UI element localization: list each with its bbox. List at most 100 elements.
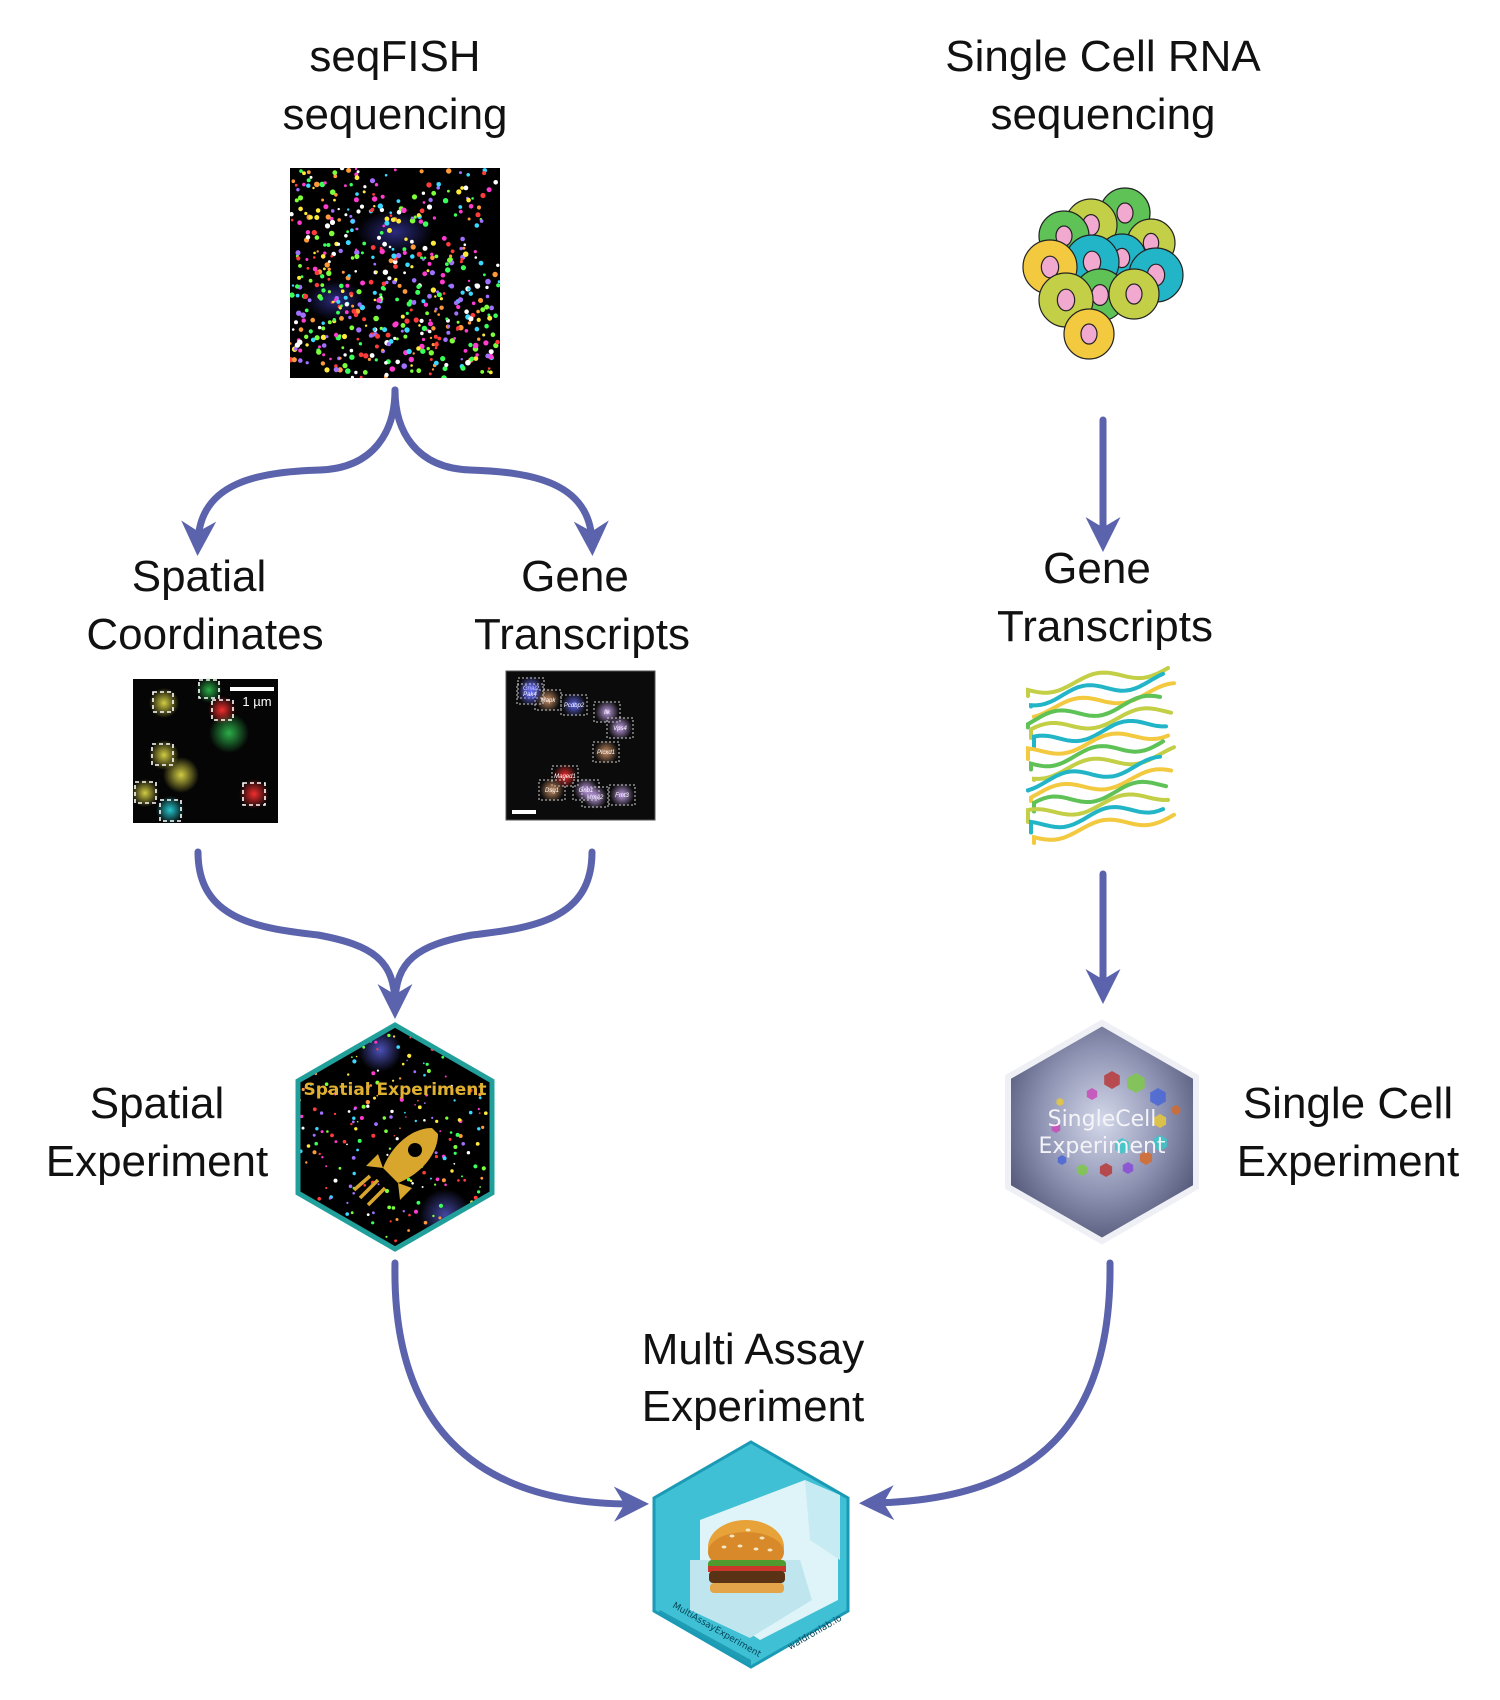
logo-spot — [342, 1139, 347, 1144]
fluorescent-spot — [482, 171, 487, 176]
fluorescent-spot — [356, 289, 362, 295]
fluorescent-spot — [351, 308, 357, 314]
logo-spot — [453, 1145, 458, 1149]
logo-spot — [326, 1130, 329, 1133]
fluorescent-spot — [291, 284, 295, 287]
seqfish-fluorescent-spots — [290, 168, 500, 378]
logo-spot — [468, 1027, 471, 1029]
arrow-sce-to-mae — [859, 1259, 1114, 1521]
logo-spot — [371, 1133, 376, 1138]
fluorescent-spot — [309, 175, 313, 179]
transcript-wave — [1029, 739, 1165, 772]
fluorescent-spot — [457, 297, 464, 303]
flow-arrows — [181, 386, 1121, 1522]
logo-spot — [299, 1213, 304, 1218]
logo-spot — [407, 1229, 410, 1232]
logo-spot — [356, 1120, 359, 1123]
fluorescent-spot — [376, 297, 382, 303]
logo-spot — [375, 1080, 380, 1085]
transcript-wave — [1032, 719, 1168, 751]
logo-spot — [386, 1153, 389, 1156]
fluorescent-spot — [382, 224, 386, 228]
logo-spot — [308, 1044, 311, 1048]
fluorescent-spot — [465, 359, 471, 366]
fluorescent-spot — [416, 368, 422, 374]
fluorescent-spot — [362, 370, 368, 375]
fluorescent-spot — [296, 188, 300, 192]
fluorescent-spot — [312, 186, 315, 190]
fluorescent-spot — [384, 220, 390, 226]
fluorescent-spot — [346, 230, 349, 234]
fluorescent-spot — [475, 353, 479, 357]
fluorescent-spot — [462, 251, 469, 257]
fluorescent-spot — [427, 261, 432, 266]
arrow-seqfish-to-spatial-coords — [181, 386, 399, 556]
fluorescent-spot — [306, 266, 310, 270]
fluorescent-spot — [382, 287, 387, 291]
fluorescent-spot — [291, 328, 295, 331]
fluorescent-spot — [360, 280, 366, 286]
fluorescent-spot — [410, 254, 415, 259]
fluorescent-spot — [364, 324, 368, 327]
fluorescent-spot — [373, 298, 377, 302]
logo-spot — [359, 1116, 364, 1120]
logo-spot — [421, 1186, 424, 1188]
logo-spot — [478, 1096, 482, 1100]
fluorescent-spot — [460, 257, 464, 261]
fluorescent-spot — [420, 348, 426, 354]
fluorescent-spot — [409, 308, 413, 312]
fluorescent-spot — [415, 289, 421, 295]
fluorescent-spot — [357, 302, 362, 307]
fluorescent-spot — [318, 296, 324, 301]
logo-spot — [430, 1177, 432, 1180]
logo-spot — [432, 1214, 435, 1218]
fluorescent-spot — [419, 169, 424, 174]
logo-spot — [313, 1219, 318, 1223]
logo-spot — [347, 1110, 351, 1113]
logo-spot — [350, 1211, 354, 1215]
fluorescent-spot — [348, 315, 352, 320]
logo-spot — [320, 1130, 324, 1134]
fluorescent-spot — [456, 189, 462, 195]
fluorescent-spot — [330, 209, 335, 213]
fluorescent-spot — [339, 356, 342, 360]
fluorescent-spot — [480, 370, 485, 374]
fluorescent-spot — [490, 332, 496, 338]
logo-spot — [473, 1195, 478, 1200]
fluorescent-spot — [296, 310, 302, 316]
fluorescent-spot — [379, 231, 384, 235]
logo-spot — [408, 1213, 411, 1217]
fluorescent-spot — [443, 337, 448, 343]
sce-hexagon — [1150, 1088, 1166, 1106]
logo-spot — [461, 1175, 463, 1178]
fluorescent-spot — [355, 192, 359, 196]
fluorescent-spot — [371, 196, 378, 202]
cell-nucleus — [1091, 284, 1109, 307]
logo-spot — [481, 1125, 485, 1129]
logo-spot — [444, 1183, 447, 1187]
logo-spot — [333, 1112, 337, 1116]
fluorescent-spot — [402, 250, 407, 255]
seqfish-label: seqFISH sequencing — [282, 32, 507, 139]
logo-spot — [312, 1133, 316, 1137]
fluorescent-spot — [460, 236, 465, 242]
logo-spot — [431, 1116, 434, 1119]
logo-spot — [350, 1031, 354, 1036]
logo-spot — [453, 1099, 456, 1102]
fluorescent-spot — [489, 305, 494, 311]
logo-spot — [449, 1131, 453, 1134]
fluorescent-spot — [374, 358, 378, 362]
fluorescent-spot — [321, 343, 327, 348]
logo-spot — [334, 1140, 338, 1143]
multi-assay-line1: Multi Assay — [642, 1325, 865, 1374]
transcript-wave — [1029, 767, 1173, 803]
fluorescent-spot — [389, 366, 396, 372]
logo-spot — [446, 1037, 451, 1042]
logo-spot — [441, 1055, 445, 1059]
fluorescent-spot — [421, 191, 426, 195]
fluorescent-spot — [413, 317, 419, 323]
logo-spot — [390, 1109, 394, 1114]
logo-spot — [334, 1093, 337, 1096]
fluorescent-spot — [400, 329, 404, 333]
fluorescent-spot — [300, 275, 304, 279]
